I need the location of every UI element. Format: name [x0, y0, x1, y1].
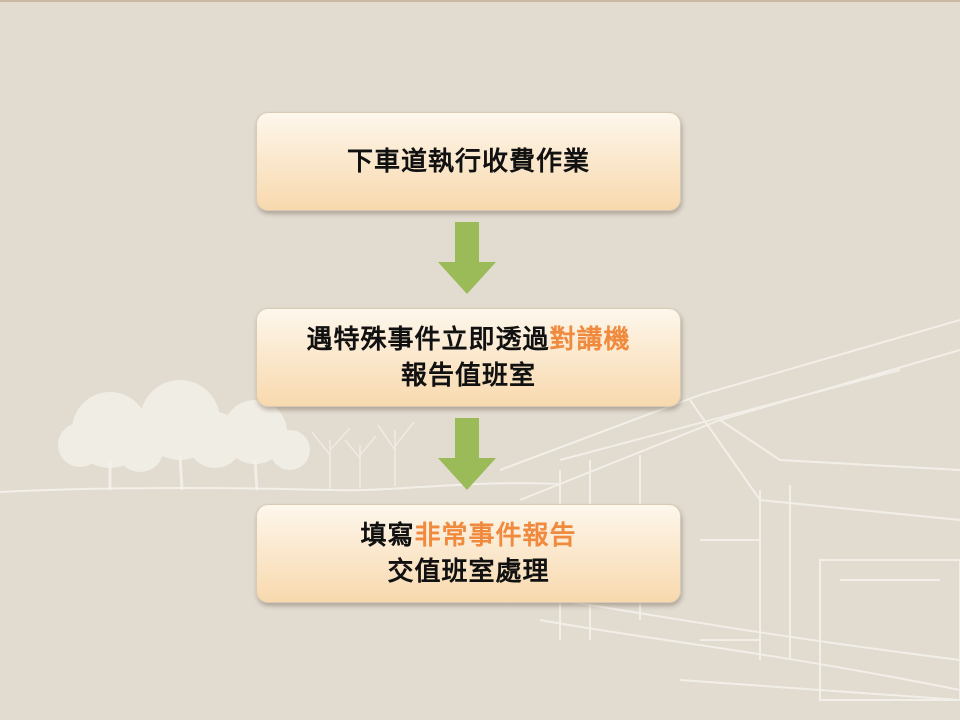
step-3-text: 填寫非常事件報告 交值班室處理 — [360, 518, 576, 590]
step-2-line-1-text: 遇特殊事件立即透過 — [306, 324, 550, 355]
step-1-text: 下車道執行收費作業 — [346, 146, 590, 177]
step-2-line-1: 遇特殊事件立即透過對講機 — [306, 322, 630, 358]
step-3-line-1-text: 填寫 — [360, 520, 415, 551]
step-2-text: 遇特殊事件立即透過對講機 報告值班室 — [306, 322, 630, 394]
step-3-line-2: 交值班室處理 — [387, 556, 550, 587]
down-arrow-icon — [438, 222, 496, 294]
step-1-box: 下車道執行收費作業 — [256, 112, 681, 211]
step-2-line-2: 報告值班室 — [400, 360, 536, 391]
down-arrow-icon — [438, 418, 496, 490]
step-2-highlight: 對講機 — [549, 324, 631, 355]
step-2-box: 遇特殊事件立即透過對講機 報告值班室 — [256, 308, 681, 407]
step-3-line-1: 填寫非常事件報告 — [360, 518, 576, 554]
step-3-box: 填寫非常事件報告 交值班室處理 — [256, 504, 681, 603]
step-3-highlight: 非常事件報告 — [414, 520, 577, 551]
top-border-line — [0, 0, 960, 2]
